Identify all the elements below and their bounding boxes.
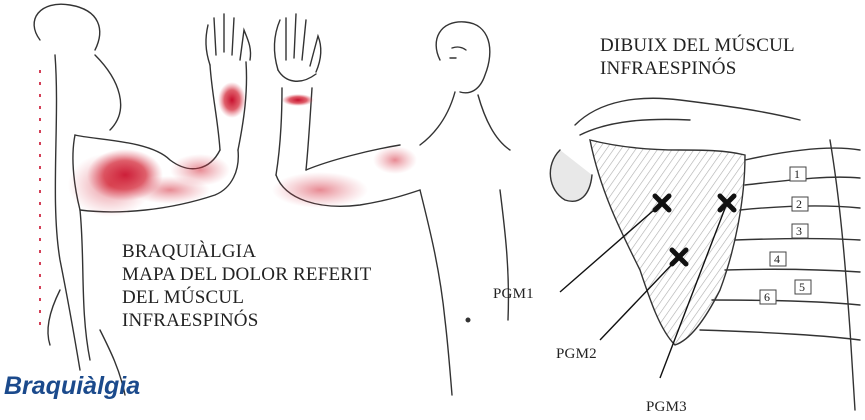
right-panel-title: DIBUIX DEL MÚSCUL INFRAESPINÓS [600,34,795,80]
right-title-line-1: DIBUIX DEL MÚSCUL [600,34,795,57]
rib-number-3: 3 [796,224,802,238]
left-title-line-1: BRAQUIÀLGIA [122,240,372,263]
scapula-drawing [550,98,860,410]
trigger-point-label-1: PGM1 [493,285,534,303]
left-title-line-2: MAPA DEL DOLOR REFERIT [122,263,372,286]
rib-numbers: 1 2 3 4 5 6 [760,167,811,304]
left-title-line-4: INFRAESPINÓS [122,309,372,332]
caption: Braquiàlgia [4,372,140,401]
rib-number-6: 6 [764,290,770,304]
trigger-point-label-2: PGM2 [556,345,597,363]
pain-map-front [272,94,417,208]
right-title-line-2: INFRAESPINÓS [600,57,795,80]
rib-number-5: 5 [799,280,805,294]
left-title-line-3: DEL MÚSCUL [122,286,372,309]
rib-number-2: 2 [796,197,802,211]
rib-number-4: 4 [774,252,780,266]
trigger-point-label-3: PGM3 [646,398,687,416]
rib-number-1: 1 [794,167,800,181]
left-panel-title: BRAQUIÀLGIA MAPA DEL DOLOR REFERIT DEL M… [122,240,372,332]
